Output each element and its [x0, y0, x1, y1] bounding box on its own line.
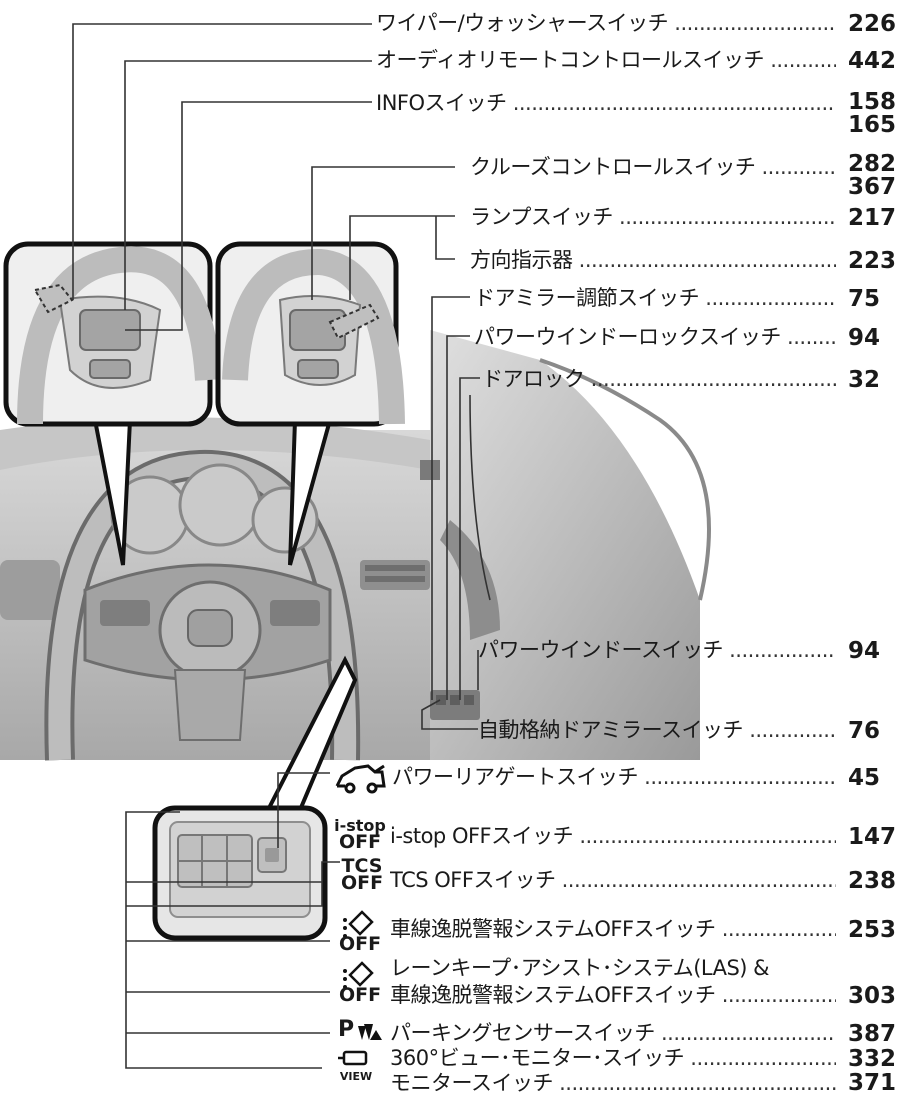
label-monitor: モニタースイッチ ...............................…	[390, 1071, 836, 1095]
parking-p-label: P	[337, 1017, 355, 1042]
label-las-line1: レーンキープ･アシスト･システム(LAS) &	[390, 954, 836, 982]
page-auto-fold-mirror: 76	[848, 718, 881, 744]
label-door-lock: ドアロック ..................................…	[482, 367, 836, 391]
label-window-lock: パワーウインドーロックスイッチ ........................…	[474, 325, 836, 349]
entry-ldw-label: 車線逸脱警報システムOFFスイッチ	[390, 917, 716, 941]
entry-wiper-label: ワイパー/ウォッシャースイッチ	[376, 11, 669, 35]
entry-las-line2: 車線逸脱警報システムOFFスイッチ	[390, 983, 716, 1007]
page-view360: 332	[848, 1046, 897, 1072]
entry-audio-label: オーディオリモートコントロールスイッチ	[376, 48, 765, 72]
label-door-mirror: ドアミラー調節スイッチ ............................…	[474, 286, 836, 310]
entry-info-label: INFOスイッチ	[376, 91, 507, 115]
istop-off-icon: i-stop OFF	[330, 816, 390, 853]
entry-door-mirror-label: ドアミラー調節スイッチ	[474, 286, 700, 310]
page-monitor: 371	[848, 1070, 897, 1096]
istop-icon-line1: i-stop	[334, 816, 386, 835]
page-cruise-1: 282	[848, 151, 897, 177]
entry-cruise-label: クルーズコントロールスイッチ	[470, 155, 756, 179]
label-wiper: ワイパー/ウォッシャースイッチ ........................…	[376, 11, 836, 35]
steering-wheel	[44, 449, 361, 761]
page-lamp: 217	[848, 205, 897, 231]
label-lamp: ランプスイッチ ................................…	[470, 205, 836, 229]
entry-las-line1: レーンキープ･アシスト･システム(LAS) &	[390, 956, 770, 980]
page-wiper: 226	[848, 11, 897, 37]
entry-power-window-label: パワーウインドースイッチ	[478, 638, 723, 662]
callout-left-wheel	[3, 241, 221, 566]
view-label: VIEW	[339, 1070, 373, 1083]
istop-icon-line2: OFF	[338, 831, 382, 853]
label-view360: 360°ビュー･モニター･スイッチ ......................…	[390, 1046, 836, 1070]
label-istop: i-stop OFFスイッチ .........................…	[390, 824, 836, 848]
label-las-line2: 車線逸脱警報システムOFFスイッチ ......................…	[390, 983, 836, 1007]
ldw-off-label: OFF	[338, 933, 382, 955]
tcs-off-icon: TCS OFF	[334, 855, 390, 894]
entry-istop-label: i-stop OFFスイッチ	[390, 824, 574, 848]
page-parking: 387	[848, 1021, 897, 1047]
page-info-2: 165	[848, 112, 897, 138]
label-info: INFOスイッチ ...............................…	[376, 91, 836, 115]
tcs-icon-line1: TCS	[341, 855, 383, 877]
label-liftgate: パワーリアゲートスイッチ ...........................…	[392, 765, 836, 789]
page-window-lock: 94	[848, 325, 881, 351]
page-cruise-2: 367	[848, 174, 897, 200]
leader-lines	[72, 23, 491, 1069]
entry-door-lock-label: ドアロック	[482, 367, 585, 391]
page-turn-signal: 223	[848, 248, 897, 274]
entry-window-lock-label: パワーウインドーロックスイッチ	[474, 325, 781, 349]
page-door-lock: 32	[848, 367, 881, 393]
label-audio-remote: オーディオリモートコントロールスイッチ ....................…	[376, 48, 836, 72]
entry-tcs-label: TCS OFFスイッチ	[390, 868, 556, 892]
label-ldw: 車線逸脱警報システムOFFスイッチ ......................…	[390, 917, 836, 941]
label-turn-signal: 方向指示器 ..................................…	[470, 248, 836, 272]
page-info-1: 158	[848, 89, 897, 115]
page-power-window: 94	[848, 638, 881, 664]
callout-right-wheel	[215, 241, 405, 566]
page-liftgate: 45	[848, 765, 881, 791]
entry-view360-label: 360°ビュー･モニター･スイッチ	[390, 1046, 685, 1070]
entry-auto-fold-label: 自動格納ドアミラースイッチ	[478, 718, 744, 742]
page-door-mirror: 75	[848, 286, 881, 312]
page-istop: 147	[848, 824, 897, 850]
label-parking: パーキングセンサースイッチ ..........................…	[390, 1021, 836, 1045]
door-panel	[420, 330, 711, 760]
entry-liftgate-label: パワーリアゲートスイッチ	[392, 765, 639, 789]
entry-monitor-label: モニタースイッチ	[390, 1071, 553, 1095]
label-power-window: パワーウインドースイッチ ...........................…	[478, 638, 836, 662]
page-tcs: 238	[848, 868, 897, 894]
entry-parking-label: パーキングセンサースイッチ	[390, 1021, 655, 1045]
label-auto-fold-mirror: 自動格納ドアミラースイッチ ..........................…	[478, 718, 836, 742]
entry-lamp-label: ランプスイッチ	[470, 205, 613, 229]
tcs-icon-line2: OFF	[340, 872, 384, 894]
las-off-label: OFF	[338, 984, 382, 1006]
label-cruise: クルーズコントロールスイッチ .........................…	[470, 155, 836, 179]
page-las: 303	[848, 983, 897, 1009]
page-ldw: 253	[848, 917, 897, 943]
page-audio-remote: 442	[848, 48, 897, 74]
entry-turn-label: 方向指示器	[470, 248, 573, 272]
label-tcs: TCS OFFスイッチ ............................…	[390, 868, 836, 892]
